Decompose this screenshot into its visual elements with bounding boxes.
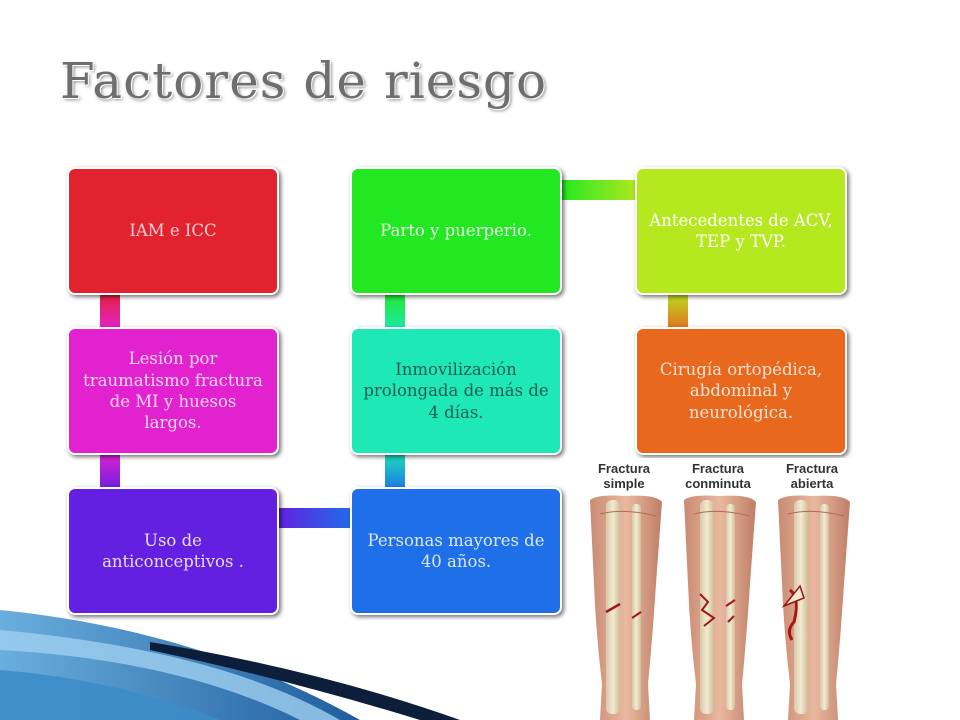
leg-abierta <box>778 495 850 720</box>
box-parto-puerperio: Parto y puerperio. <box>350 167 562 295</box>
connector-iam-lesion <box>100 290 120 330</box>
box-lesion-traumatismo-text: Lesión por traumatismo fractura de MI y … <box>83 349 263 433</box>
box-antecedentes-text: Antecedentes de ACV, TEP y TVP. <box>649 210 833 251</box>
connector-antecedentes-cirugia <box>668 290 688 332</box>
box-iam-icc: IAM e ICC <box>67 167 279 295</box>
box-lesion-traumatismo: Lesión por traumatismo fractura de MI y … <box>67 327 279 455</box>
connector-lesion-anticonceptivos <box>100 452 120 492</box>
box-antecedentes: Antecedentes de ACV, TEP y TVP. <box>635 167 847 295</box>
box-inmovilizacion: Inmovilización prolongada de más de 4 dí… <box>350 327 562 455</box>
legs-image <box>590 495 850 720</box>
leg-simple <box>590 495 662 720</box>
leg-conminuta <box>684 495 756 720</box>
connector-inmovilizacion-parto <box>385 290 405 332</box>
box-parto-puerperio-text: Parto y puerperio. <box>380 221 532 241</box>
box-cirugia-text: Cirugía ortopédica, abdominal y neurológ… <box>659 359 823 422</box>
box-cirugia: Cirugía ortopédica, abdominal y neurológ… <box>635 327 847 455</box>
box-anticonceptivos: Uso de anticonceptivos . <box>67 487 279 615</box>
connector-parto-antecedentes <box>560 180 640 200</box>
box-personas-mayores: Personas mayores de 40 años. <box>350 487 562 615</box>
box-inmovilizacion-text: Inmovilización prolongada de más de 4 dí… <box>363 359 549 422</box>
connector-anticonceptivos-personas <box>275 508 355 528</box>
decorative-swoosh <box>0 610 460 720</box>
box-personas-mayores-text: Personas mayores de 40 años. <box>367 530 545 571</box>
box-anticonceptivos-text: Uso de anticonceptivos . <box>102 530 244 571</box>
connector-personas-inmovilizacion <box>385 450 405 492</box>
slide-title: Factores de riesgo <box>60 52 548 110</box>
box-iam-icc-text: IAM e ICC <box>129 221 217 241</box>
